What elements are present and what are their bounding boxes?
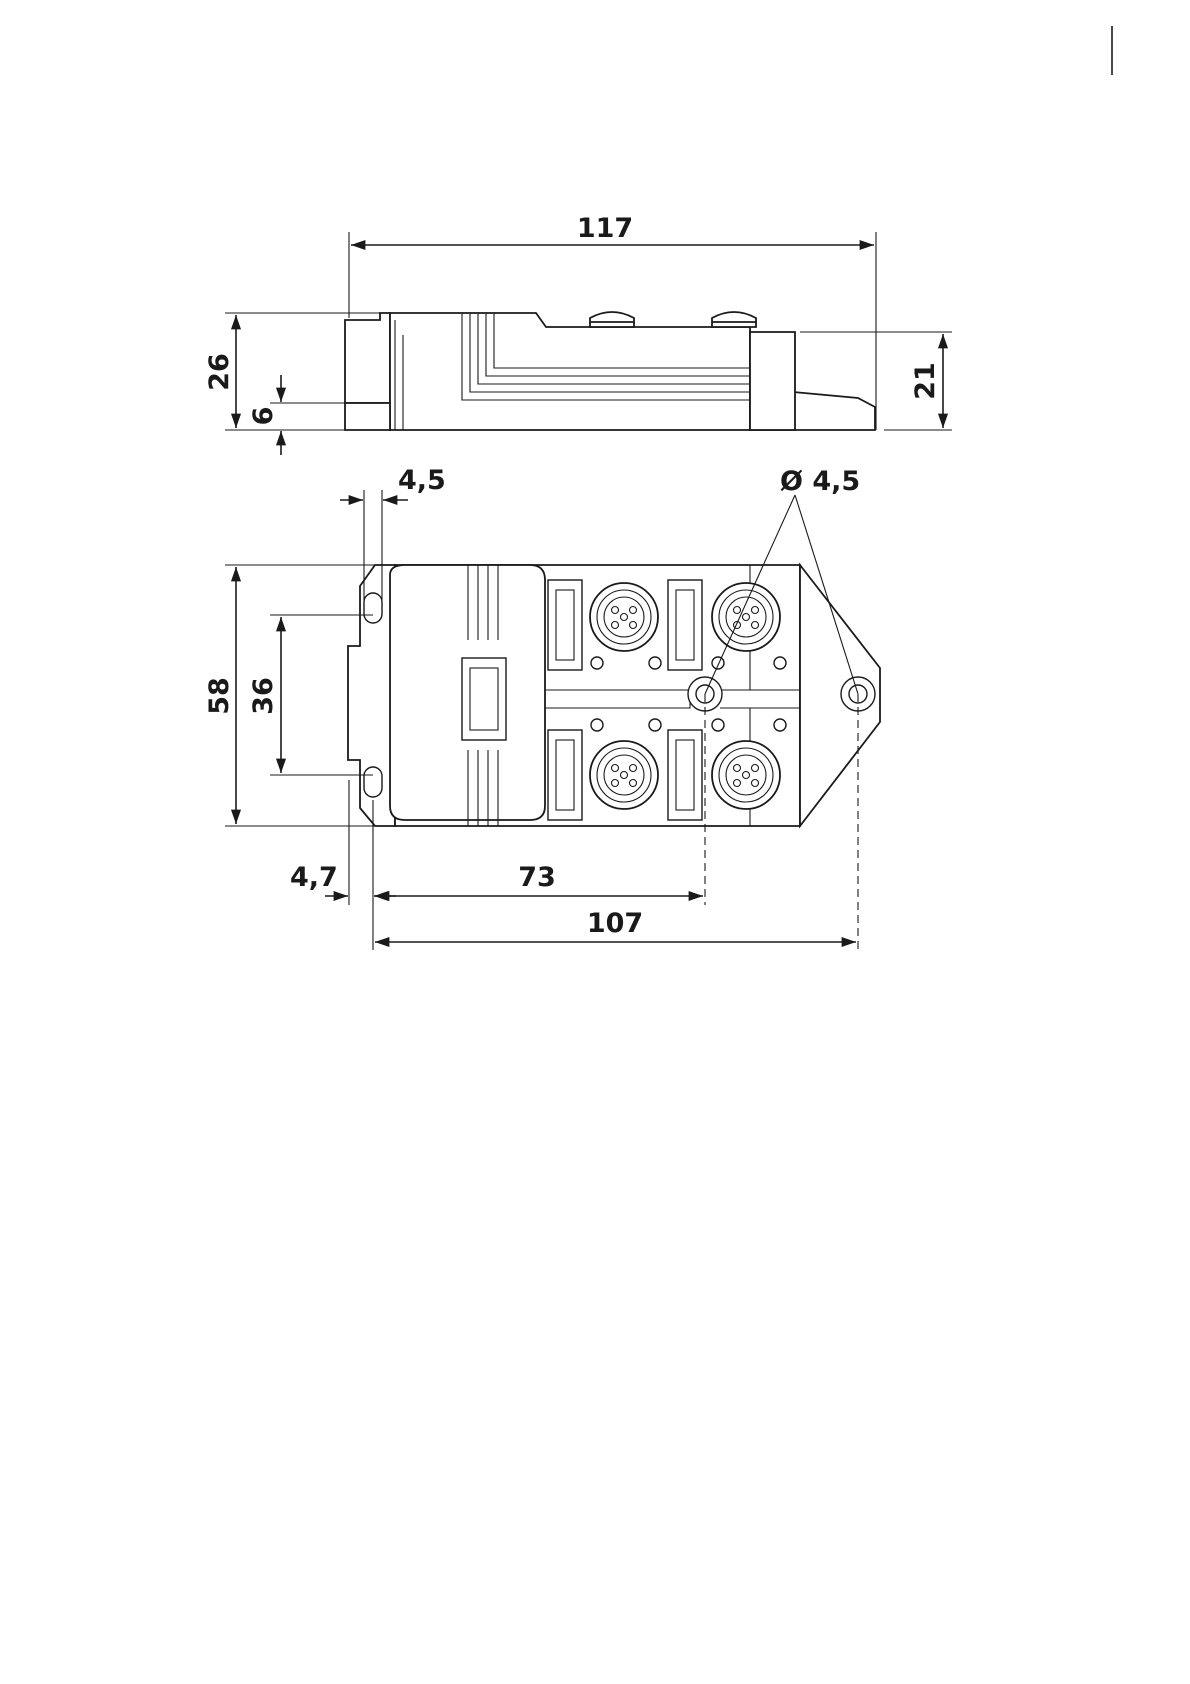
dim-label-4-5: 4,5 — [398, 465, 446, 496]
dimension-4-7: 4,7 — [290, 862, 396, 896]
dim-label-diameter: Ø 4,5 — [780, 466, 860, 497]
dim-label-36: 36 — [248, 677, 279, 715]
dimension-107: 107 — [375, 908, 856, 942]
m12-connector-bottom-right — [712, 741, 780, 809]
m12-connector-bottom-left — [590, 741, 658, 809]
dim-label-107: 107 — [587, 908, 643, 939]
m12-connector-top-right — [712, 583, 780, 651]
dimension-73: 73 — [375, 862, 703, 896]
dimension-6: 6 — [248, 375, 345, 455]
dim-label-58: 58 — [204, 677, 235, 715]
dim-label-4-7: 4,7 — [290, 862, 338, 893]
dim-label-6: 6 — [248, 407, 279, 426]
dim-label-117: 117 — [577, 213, 633, 244]
dim-label-26: 26 — [204, 353, 235, 391]
m12-connector-top-left — [590, 583, 658, 651]
dim-label-73: 73 — [518, 862, 556, 893]
dim-label-21: 21 — [910, 362, 941, 400]
side-view — [345, 312, 875, 430]
